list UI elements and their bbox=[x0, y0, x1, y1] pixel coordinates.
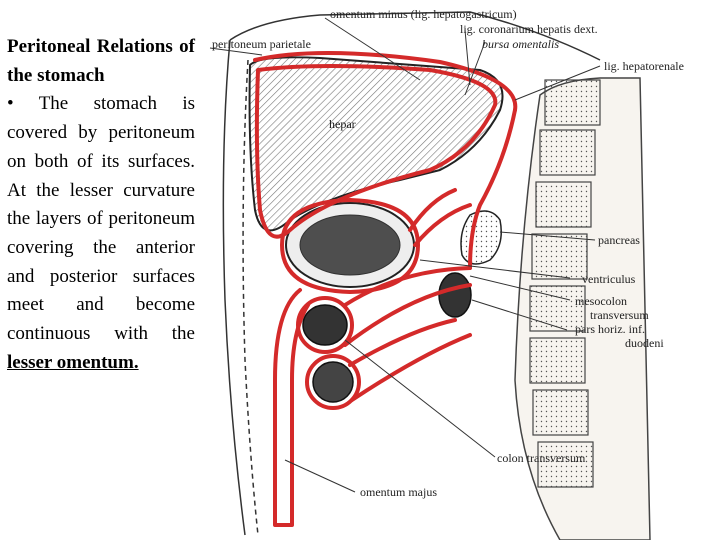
label-omentum-majus: omentum majus bbox=[360, 485, 437, 499]
label-transversum: transversum bbox=[590, 308, 649, 322]
label-mesocolon: mesocolon bbox=[575, 294, 627, 308]
label-omentum-minus: omentum minus (lig. hepatogastricum) bbox=[330, 7, 517, 21]
label-hepar: hepar bbox=[329, 117, 356, 131]
intestine-loop bbox=[313, 362, 353, 402]
colon-transversum bbox=[303, 305, 347, 345]
stomach-lumen bbox=[300, 215, 400, 275]
label-ventriculus: ventriculus bbox=[582, 272, 636, 286]
label-colon-transversum: colon transversum bbox=[497, 451, 586, 465]
label-pars-horiz: pars horiz. inf. bbox=[575, 322, 645, 336]
label-pancreas: pancreas bbox=[598, 233, 640, 247]
label-peritoneum-parietale: peritoneum parietale bbox=[212, 37, 311, 51]
label-lig-hepatorenale: lig. hepatorenale bbox=[604, 59, 684, 73]
mesentery bbox=[350, 320, 470, 400]
label-lig-coronarium: lig. coronarium hepatis dext. bbox=[460, 22, 598, 36]
label-bursa-omentalis: bursa omentalis bbox=[482, 37, 559, 51]
pancreas bbox=[461, 211, 501, 264]
duodenum bbox=[439, 273, 471, 317]
label-duodeni: duodeni bbox=[625, 336, 664, 350]
